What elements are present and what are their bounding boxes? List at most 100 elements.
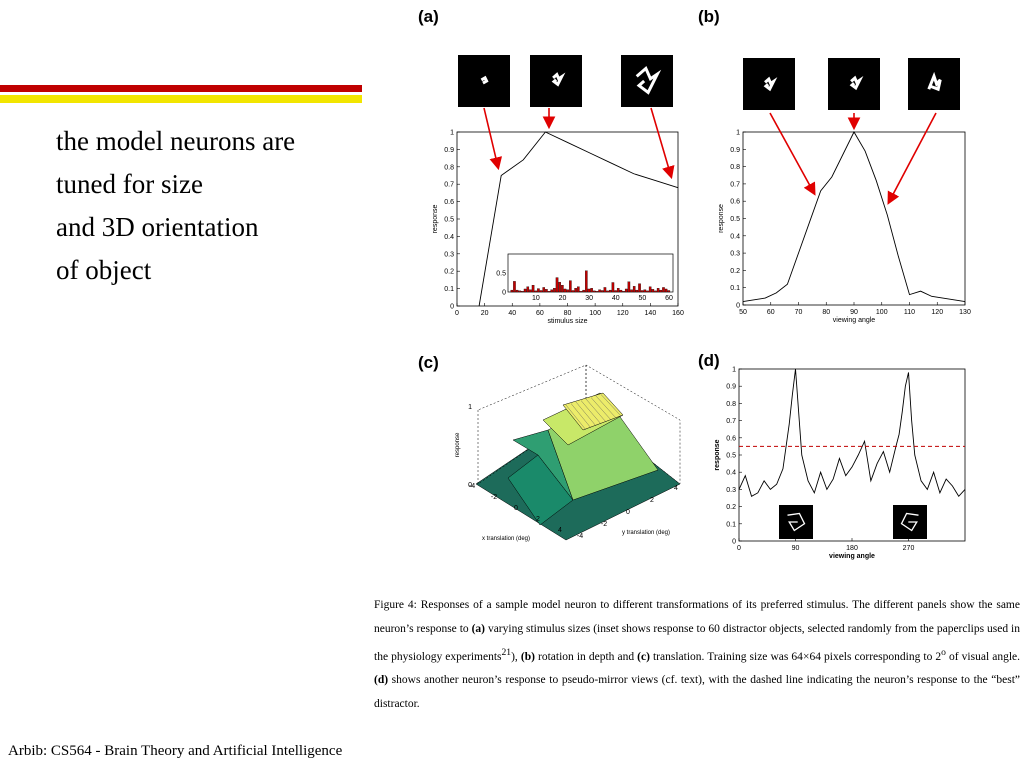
panel-c-ytick-label: 4	[674, 485, 678, 492]
panel-a-ytick-label: 0.4	[444, 234, 454, 241]
panel-d-ytick-label: 0.9	[726, 384, 736, 391]
inset-bar	[654, 290, 657, 293]
thumb-b-left-shape	[763, 76, 778, 92]
inset-bar	[531, 285, 535, 293]
inset-bar	[648, 286, 652, 293]
inset-bar	[659, 289, 663, 293]
panel-a-ytick-label: 0.6	[444, 199, 454, 206]
panel-c-ytick-label: 2	[650, 497, 654, 504]
thumb-b-center-shape	[849, 75, 864, 91]
panel-b-label: (b)	[698, 7, 720, 26]
panel-a-ytick-label: 0.1	[444, 286, 454, 293]
panel-b-xtick-label: 60	[767, 309, 775, 316]
inset-bar	[571, 290, 575, 293]
inset-xtick-label: 20	[559, 295, 567, 302]
inset-bar	[616, 288, 620, 293]
inset-bar	[558, 281, 561, 293]
panel-d-series-line	[738, 368, 966, 498]
panel-a-xtick-label: 60	[536, 310, 544, 317]
inset-bar	[555, 277, 559, 293]
panel-c-xtick-label: 2	[536, 516, 540, 523]
inset-bar	[651, 289, 655, 293]
panel-a-series-line	[478, 131, 679, 307]
panel-a-xtick-label: 0	[455, 310, 459, 317]
inset-xtick-label: 50	[638, 295, 646, 302]
thumb-a-large-shape	[635, 65, 662, 95]
inset-ytick-label: 0	[502, 290, 506, 297]
inset-bar	[643, 289, 647, 293]
surface-mesh-line	[570, 403, 592, 429]
panel-b-xtick-label: 70	[795, 309, 803, 316]
panel-c-label: (c)	[418, 353, 439, 372]
panel-b-xtick-label: 50	[739, 309, 747, 316]
inset-bar	[640, 290, 644, 293]
caption-text-8: shows another neuron’s response to pseud…	[374, 674, 1020, 710]
inset-bar	[563, 288, 567, 293]
thumb-a-small-shape	[480, 75, 489, 85]
thumb-d-left-shape	[787, 512, 806, 532]
thumb-b-right-shape	[927, 71, 942, 92]
inset-bar	[510, 289, 514, 293]
panel-b-plot-frame	[742, 131, 966, 306]
panel-b-ytick-label: 0.7	[730, 181, 740, 188]
panel-a-xtick-label: 100	[589, 310, 601, 317]
inset-bar	[630, 289, 633, 293]
panel-c-xtick-label: -2	[491, 494, 497, 501]
caption-times: ×	[802, 650, 810, 663]
panel-a-ytick-label: 1	[450, 130, 454, 137]
inset-bar	[569, 280, 572, 293]
inset-bar	[529, 289, 532, 293]
panel-b-ytick-label: 1	[736, 130, 740, 137]
panel-b-ytick-label: 0.6	[730, 199, 740, 206]
inset-bar	[622, 291, 625, 293]
inset-bar	[579, 291, 583, 293]
inset-xtick-label: 60	[665, 295, 673, 302]
panel-b-ytick-label: 0.1	[730, 285, 740, 292]
panel-c-zlabel: response	[455, 432, 461, 457]
back-wall-right	[585, 364, 681, 485]
panel-a-label: (a)	[418, 7, 439, 26]
panel-b-ytick-label: 0.3	[730, 251, 740, 258]
panel-a-xtick-label: 40	[508, 310, 516, 317]
surface-mesh-line	[565, 404, 587, 431]
inset-bar	[646, 290, 649, 293]
surface-mesh-line	[580, 400, 602, 425]
panel-a-ytick-label: 0	[450, 304, 454, 311]
slide-line-1: the model neurons are	[56, 126, 296, 156]
caption-text-1: Responses of a sample model neuron to di…	[374, 599, 1020, 635]
inset-bar	[662, 287, 665, 293]
panel-b-ytick-label: 0.8	[730, 164, 740, 171]
inset-bar	[523, 288, 527, 293]
panel-a-xtick-label: 140	[645, 310, 657, 317]
inset-bar	[635, 289, 639, 293]
slide-footer: Arbib: CS564 - Brain Theory and Artifici…	[8, 743, 343, 759]
panel-d-ytick-label: 0.2	[726, 504, 736, 511]
inset-bar	[611, 282, 615, 293]
panel-d-ytick-label: 0.3	[726, 487, 736, 494]
thumb-b-right	[908, 58, 960, 110]
inset-bar	[550, 289, 553, 293]
panel-a-ytick-label: 0.5	[444, 217, 454, 224]
surface-mesh-line	[595, 395, 617, 419]
panel-a-ytick-label: 0.3	[444, 251, 454, 258]
inset-bar	[561, 285, 564, 293]
inset-bar	[526, 286, 530, 293]
slide-line-2: tuned for size	[56, 169, 203, 199]
panel-b-xtick-label: 90	[850, 309, 858, 316]
panel-b-xtick-label: 130	[959, 309, 971, 316]
inset-xtick-label: 10	[532, 295, 540, 302]
thumb-a-large	[621, 55, 673, 107]
panel-c-ztick-label: 0	[468, 482, 472, 489]
inset-bar	[574, 288, 577, 293]
inset-bar	[515, 289, 519, 293]
caption-bold-c: (c)	[637, 650, 650, 663]
caption-label: Figure 4:	[374, 599, 417, 611]
panel-a-xtick-label: 80	[564, 310, 572, 317]
panel-c-xtick-label: -4	[469, 483, 475, 490]
panel-d-ylabel: response	[714, 439, 721, 470]
inset-bar	[577, 286, 580, 293]
panel-c-surface	[475, 364, 681, 541]
panel-a-ylabel: response	[432, 204, 439, 233]
arrow-a-right	[650, 107, 675, 180]
panel-d-plot-frame	[738, 368, 966, 542]
